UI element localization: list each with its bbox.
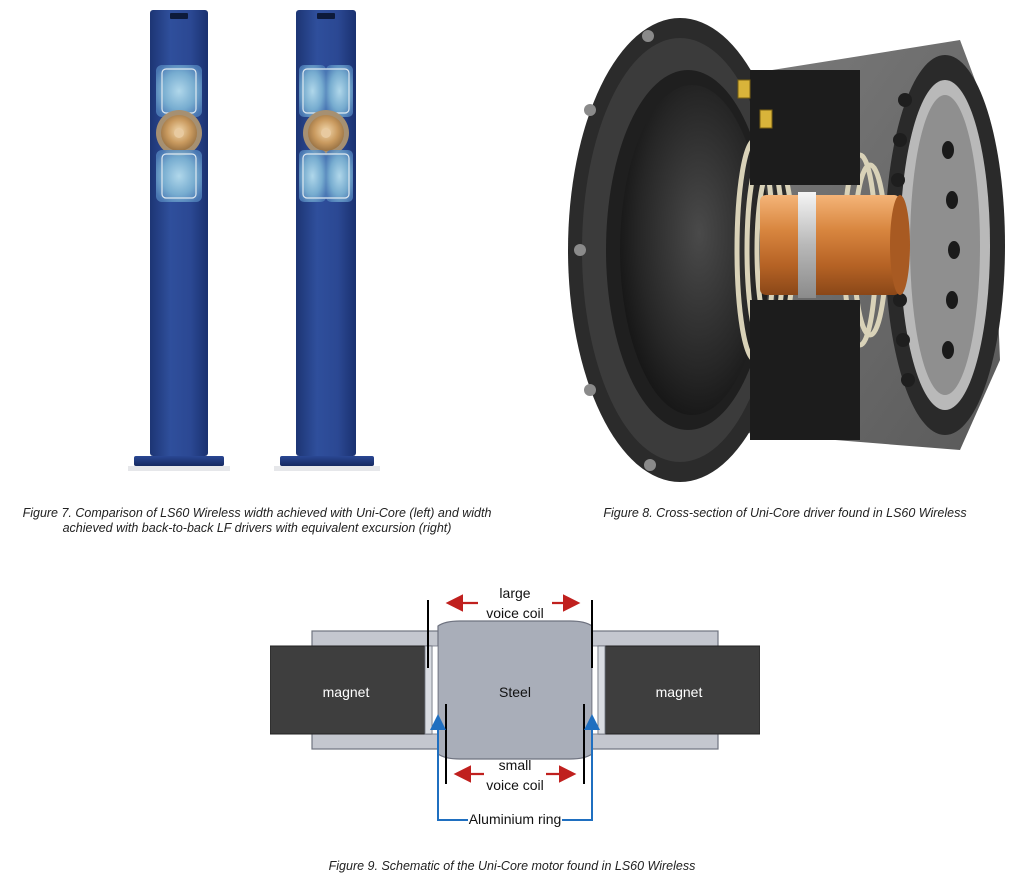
label-steel: Steel	[499, 684, 531, 700]
label-magnet-right: magnet	[656, 684, 703, 700]
figure-8-driver-cross-section	[568, 18, 1005, 482]
label-small-voice-coil: voice coil	[486, 777, 544, 793]
aluminium-ring-right	[597, 645, 606, 735]
figure-7-caption-line-1: Figure 7. Comparison of LS60 Wireless wi…	[22, 506, 492, 520]
figure-7-caption-line-2: achieved with back-to-back LF drivers wi…	[62, 521, 452, 535]
arrow-up-icon	[562, 714, 600, 821]
label-aluminium-ring: Aluminium ring	[469, 811, 562, 827]
magnet-left	[270, 645, 433, 735]
figure-9-caption: Figure 9. Schematic of the Uni-Core moto…	[328, 859, 696, 873]
arrow-up-icon	[430, 714, 468, 821]
figure-7-speakers-illustration	[128, 10, 380, 471]
speaker-uni-core	[128, 10, 230, 471]
figure-9-motor-schematic: large voice coil Steel magnet magnet sma…	[270, 585, 760, 827]
display-icon	[317, 13, 335, 19]
label-small: small	[499, 757, 532, 773]
figure-7-caption: Figure 7. Comparison of LS60 Wireless wi…	[0, 506, 514, 536]
figure-8-caption: Figure 8. Cross-section of Uni-Core driv…	[603, 506, 967, 520]
label-magnet-left: magnet	[323, 684, 370, 700]
label-large: large	[499, 585, 530, 601]
label-large-voice-coil: voice coil	[486, 605, 544, 621]
speaker-back-to-back-lf	[274, 10, 380, 471]
display-icon	[170, 13, 188, 19]
magnet-right	[597, 645, 760, 735]
